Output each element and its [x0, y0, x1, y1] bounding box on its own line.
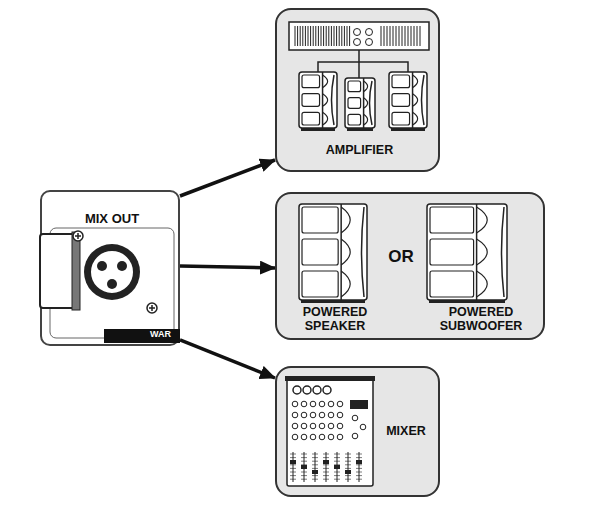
node-label: POWERED SUBWOOFER [425, 306, 537, 334]
signal-arrow [180, 340, 275, 378]
screw [147, 303, 157, 313]
warning-text: WAR [150, 330, 171, 340]
node-label: MIXER [377, 425, 435, 439]
speaker-icon [299, 72, 337, 131]
amplifier-icon [289, 22, 429, 50]
plug-tab [40, 234, 76, 308]
warning-strip [104, 329, 180, 343]
plug-collar [72, 232, 80, 310]
speaker-icon [299, 204, 367, 303]
amplifier-panel: AMPLIFIER [275, 8, 440, 172]
mixer-icon [285, 376, 375, 486]
speaker-icon [345, 78, 375, 131]
jack-panel: MIX OUT WAR [40, 190, 180, 346]
screw [73, 231, 83, 241]
node-label: OR [381, 248, 421, 267]
speaker-icon [389, 72, 427, 131]
speaker-icon [427, 204, 507, 303]
node-label: POWERED SPEAKER [285, 306, 385, 334]
powered-speaker-panel: POWERED SPEAKER OR POWERED SUBWOOFER [275, 192, 545, 340]
signal-arrow [180, 160, 275, 196]
mixer-panel: MIXER [275, 366, 440, 497]
node-label: AMPLIFIER [287, 144, 432, 158]
signal-arrow [180, 266, 275, 268]
xlr-connector [84, 244, 140, 300]
node-label: MIX OUT [67, 212, 157, 226]
